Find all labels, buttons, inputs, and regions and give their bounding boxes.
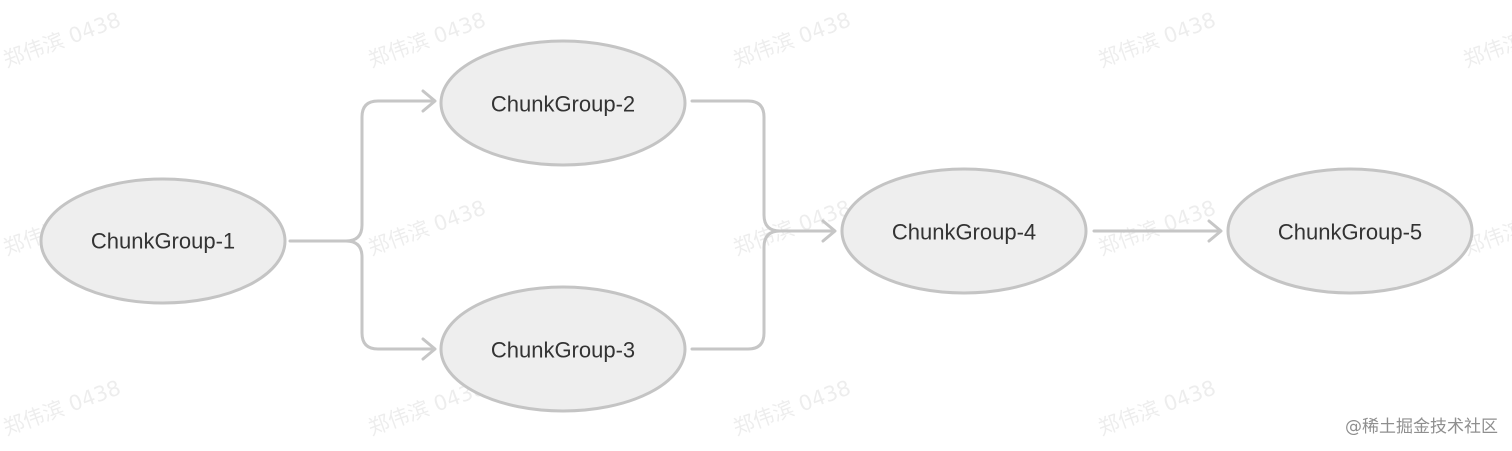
node-shape <box>439 285 687 413</box>
node-label: ChunkGroup-2 <box>491 92 635 117</box>
node-chunkgroup-4[interactable]: ChunkGroup-4 <box>840 167 1088 295</box>
node-shape <box>840 167 1088 295</box>
edge-n3-n4 <box>690 229 782 351</box>
node-chunkgroup-1[interactable]: ChunkGroup-1 <box>39 177 287 305</box>
node-chunkgroup-3[interactable]: ChunkGroup-3 <box>439 285 687 413</box>
site-credit: @稀土掘金技术社区 <box>1345 417 1498 437</box>
arrowhead-icon <box>421 89 437 113</box>
arrowhead-icon <box>421 337 437 361</box>
node-shape <box>439 39 687 167</box>
edge-n1-n2 <box>288 99 436 243</box>
edges <box>288 89 1223 361</box>
node-shape <box>39 177 287 305</box>
edge-n1-n3 <box>344 239 436 351</box>
node-label: ChunkGroup-3 <box>491 338 635 363</box>
node-chunkgroup-2[interactable]: ChunkGroup-2 <box>439 39 687 167</box>
edge-n2-n4 <box>690 99 836 233</box>
node-label: ChunkGroup-5 <box>1278 220 1422 245</box>
arrowhead-icon <box>821 219 837 243</box>
node-chunkgroup-5[interactable]: ChunkGroup-5 <box>1226 167 1474 295</box>
node-label: ChunkGroup-1 <box>91 229 235 254</box>
node-label: ChunkGroup-4 <box>892 220 1036 245</box>
node-shape <box>1226 167 1474 295</box>
arrowhead-icon <box>1207 219 1223 243</box>
